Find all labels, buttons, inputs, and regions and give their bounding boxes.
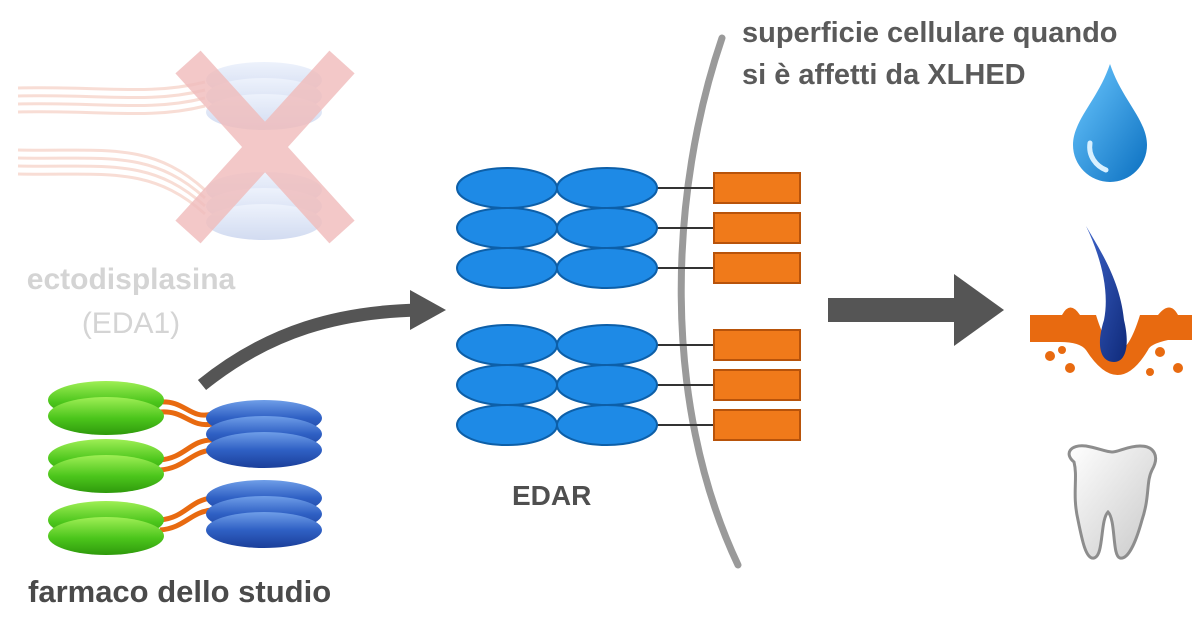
receptor-stalks: [652, 187, 714, 426]
cell-surface-label-line2: si è affetti da XLHED: [742, 59, 1026, 91]
drug-green-domains: [48, 381, 164, 555]
hair-follicle-icon: [1030, 226, 1192, 376]
cell-membrane: [677, 34, 742, 569]
edar-label: EDAR: [512, 480, 592, 511]
cell-surface-label-line1: superficie cellulare quando: [742, 17, 1118, 49]
binding-arrow-icon: [197, 290, 446, 391]
ectodysplasin-label-line2: (EDA1): [81, 307, 181, 340]
receptor-extracellular-domains: [456, 167, 658, 446]
tooth-icon: [1067, 444, 1157, 560]
eda-stalks: [17, 80, 207, 216]
signal-arrow-icon: [828, 274, 1004, 346]
ectodysplasin-faded: [17, 50, 355, 244]
ectodysplasin-label: ectodisplasina (EDA1): [0, 258, 262, 346]
study-drug: [48, 381, 322, 555]
edar-receptors: [456, 167, 801, 446]
water-drop-icon: [1073, 64, 1147, 182]
drug-blue-domains: [206, 400, 322, 548]
red-cross-icon: [175, 50, 355, 244]
study-drug-label: farmaco dello studio: [28, 574, 332, 609]
drug-linkers: [159, 399, 213, 533]
ectodysplasin-label-line1: ectodisplasina: [26, 263, 236, 296]
eda-heads: [206, 62, 322, 240]
cell-surface-label: superficie cellulare quando si è affetti…: [742, 12, 1118, 96]
receptor-intracellular-domains: [713, 172, 801, 441]
